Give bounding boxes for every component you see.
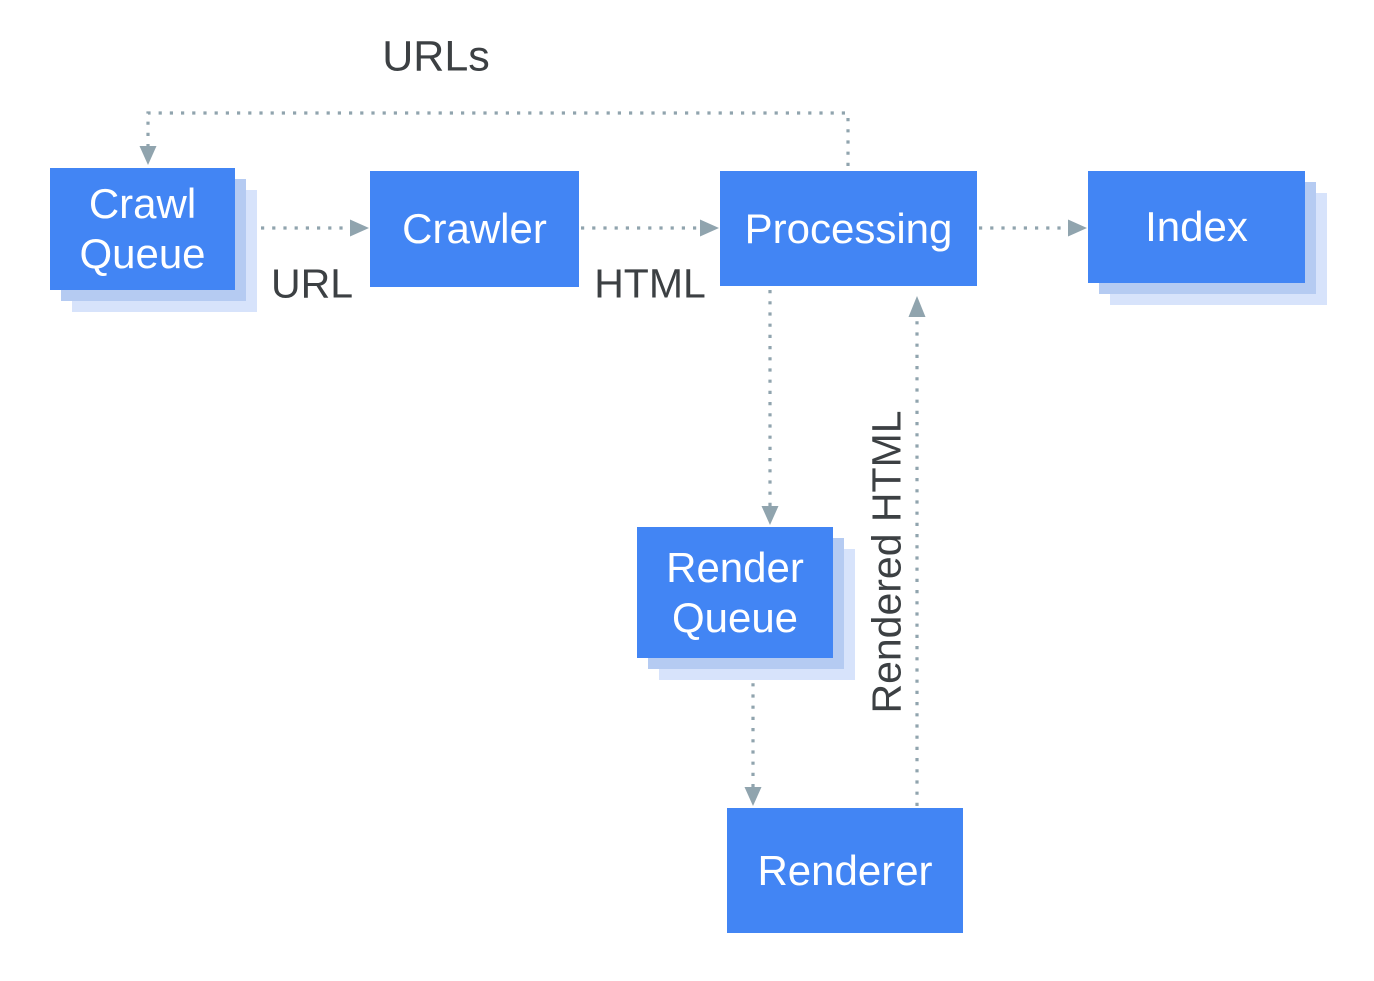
- node-processing-label: Processing: [744, 204, 953, 252]
- edge-label-url: URL: [270, 260, 354, 307]
- node-index-label: Index: [1145, 203, 1248, 251]
- node-processing: Processing: [720, 171, 977, 286]
- edge-processing-to-index-arrowhead: [1068, 219, 1087, 237]
- node-crawl-queue-label: Crawl Queue: [79, 180, 206, 277]
- edge-label-rendered-html: Rendered HTML: [863, 410, 910, 714]
- node-renderer-label: Renderer: [757, 846, 933, 894]
- node-index: Index: [1088, 171, 1305, 283]
- node-crawler: Crawler: [370, 171, 579, 287]
- edge-crawler-to-processing-arrowhead: [700, 219, 719, 237]
- edge-processing-to-crawl-queue-arrowhead: [139, 146, 157, 165]
- node-render-queue-label: Render Queue: [666, 543, 804, 641]
- node-renderer: Renderer: [727, 808, 963, 933]
- edge-render-queue-to-renderer-arrowhead: [744, 787, 762, 806]
- node-render-queue: Render Queue: [637, 527, 833, 658]
- edge-processing-to-render-queue-arrowhead: [761, 506, 779, 525]
- edge-renderer-to-processing-arrowhead: [908, 296, 926, 317]
- node-crawler-label: Crawler: [402, 205, 547, 253]
- node-crawl-queue: Crawl Queue: [50, 168, 235, 290]
- edge-processing-to-crawl-queue-line: [146, 111, 850, 166]
- edge-label-html: HTML: [594, 260, 706, 307]
- edge-label-urls: URLs: [382, 32, 490, 81]
- edge-crawl-queue-to-crawler-arrowhead: [350, 219, 369, 237]
